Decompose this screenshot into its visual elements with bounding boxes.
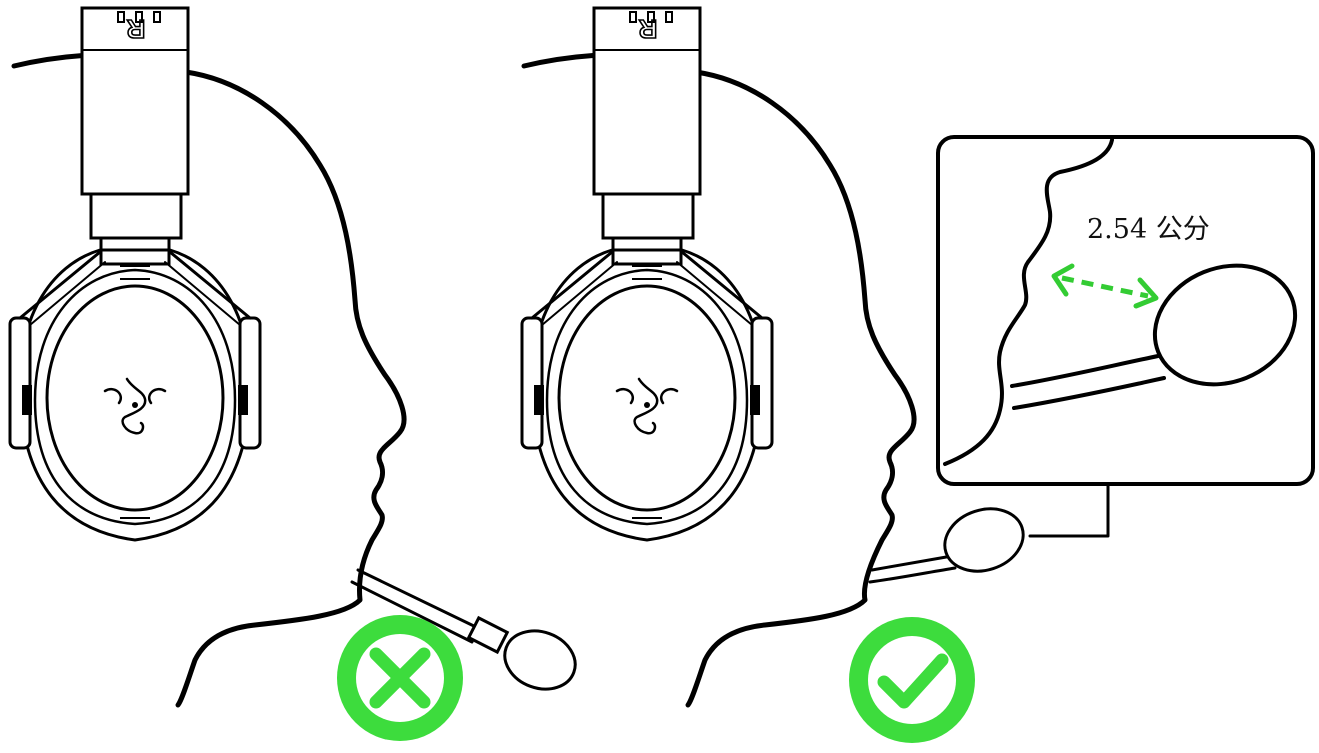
incorrect-placement-figure: R (10, 8, 583, 741)
headband-letter-left: R (126, 14, 145, 44)
correct-badge (849, 617, 975, 743)
headband-right: R (594, 8, 700, 264)
distance-label: 2.54 公分 (1087, 214, 1210, 245)
headband-letter-right: R (638, 14, 657, 44)
ear-cup-left (10, 250, 260, 540)
headband-left: R (82, 8, 188, 264)
mic-boom-right (870, 499, 1031, 582)
correct-placement-figure: R (522, 8, 1313, 743)
zoom-callout: 2.54 公分 (938, 137, 1313, 484)
callout-connector (1030, 484, 1108, 536)
incorrect-badge (337, 615, 463, 741)
ear-cup-right (522, 250, 772, 540)
